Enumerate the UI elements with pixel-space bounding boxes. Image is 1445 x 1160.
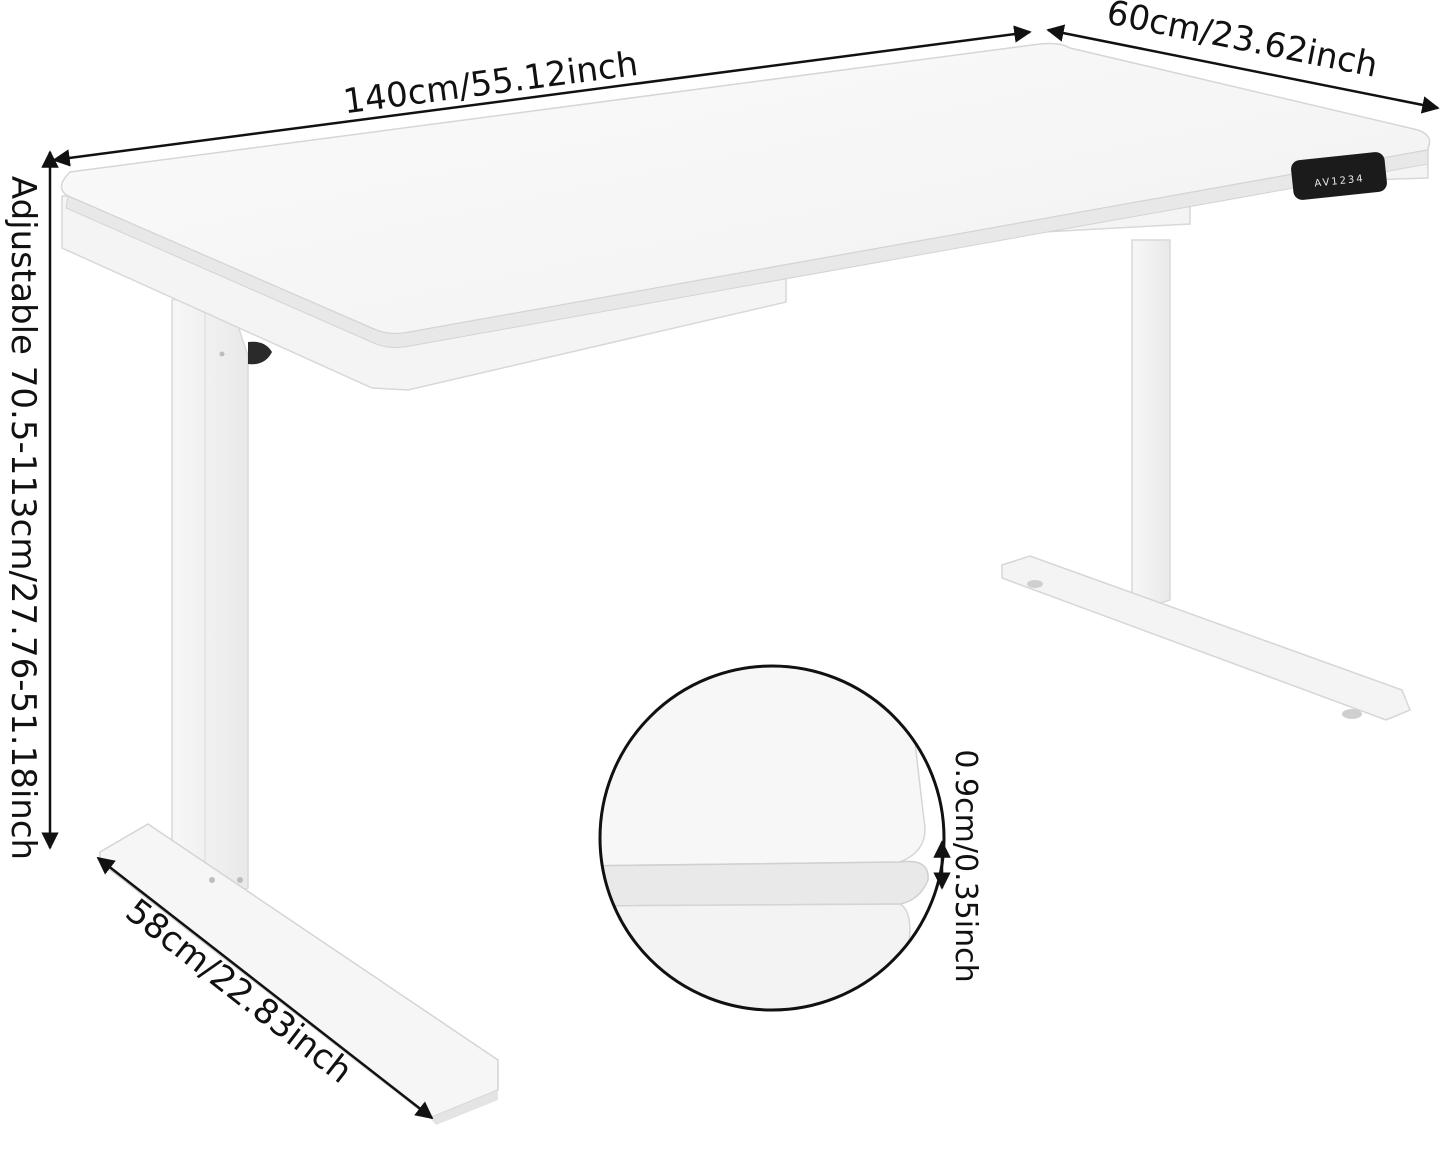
front-leg bbox=[99, 289, 499, 1125]
edge-detail-callout: 0.9cm/0.35inch bbox=[598, 664, 983, 1012]
thickness-label: 0.9cm/0.35inch bbox=[948, 749, 983, 982]
back-leg bbox=[1001, 239, 1411, 721]
foot-dimension-line bbox=[96, 856, 434, 1120]
height-label: Adjustable 70.5-113cm/27.76-51.18inch bbox=[3, 176, 43, 860]
detail-circle-outline bbox=[598, 664, 946, 1012]
control-panel[interactable]: AV1234 bbox=[1290, 151, 1388, 201]
width-dimension-line bbox=[52, 25, 1032, 167]
control-panel-display: AV1234 bbox=[1314, 173, 1365, 189]
depth-dimension-line bbox=[1046, 24, 1440, 114]
